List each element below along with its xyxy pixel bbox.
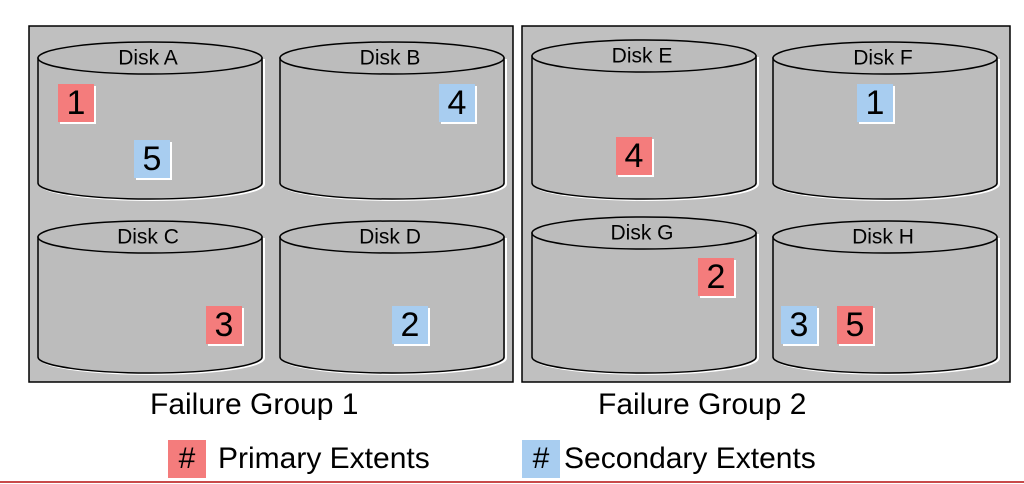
disk-4: Disk E 4: [531, 39, 759, 201]
secondary-extent: 1: [857, 84, 895, 124]
disk-name: Disk H: [852, 226, 914, 249]
extent-label: 3: [790, 306, 809, 344]
disk-body: [279, 57, 505, 200]
primary-extent: 2: [698, 258, 736, 298]
extent-label: 4: [625, 137, 644, 175]
legend-secondary-label: Secondary Extents: [564, 442, 816, 475]
extent-label: 4: [448, 84, 467, 122]
primary-extent: 3: [206, 306, 244, 346]
disk-6: Disk G 2: [531, 216, 759, 375]
disk-0: Disk A 1 5: [37, 41, 265, 201]
disk-top: [772, 41, 998, 75]
disk-2: Disk C 3: [37, 220, 265, 375]
disk-top: [531, 39, 757, 73]
disk-name: Disk D: [359, 226, 421, 249]
disk-body: [772, 57, 998, 200]
disk-name: Disk G: [611, 222, 674, 245]
disk-5: Disk F 1: [772, 41, 1000, 201]
legend-primary-label: Primary Extents: [218, 442, 430, 475]
disk-body: [772, 236, 998, 374]
disk-top: [531, 216, 757, 250]
disk-name: Disk C: [117, 226, 179, 249]
extent-label: 1: [866, 84, 885, 122]
disk-top: [37, 41, 263, 75]
disk-top: [279, 41, 505, 75]
disk-top: [37, 220, 263, 254]
disk-name: Disk E: [612, 45, 673, 68]
bottom-divider: [0, 481, 1024, 483]
failure-group-2-caption: Failure Group 2: [598, 388, 807, 421]
extent-label: 5: [143, 140, 162, 178]
disk-top: [772, 220, 998, 254]
disk-name: Disk A: [118, 47, 178, 70]
primary-extent: 5: [837, 306, 875, 346]
failure-group-1-caption: Failure Group 1: [150, 388, 359, 421]
extent-label: 1: [67, 84, 86, 122]
primary-extent: 1: [58, 84, 96, 124]
disk-body: [531, 232, 757, 374]
extent-label: 2: [401, 306, 420, 344]
secondary-extent: 3: [781, 306, 819, 346]
disk-1: Disk B 4: [279, 41, 507, 201]
disk-body: [279, 236, 505, 374]
disk-top: [279, 220, 505, 254]
legend-primary-swatch: #: [168, 440, 206, 478]
extent-label: 5: [846, 306, 865, 344]
disk-name: Disk F: [853, 47, 913, 70]
disk-body: [531, 55, 757, 200]
extent-label: 2: [707, 258, 726, 296]
secondary-extent: 4: [439, 84, 477, 124]
legend-secondary-swatch: #: [522, 440, 560, 478]
extent-label: 3: [215, 306, 234, 344]
secondary-extent: 5: [134, 140, 172, 180]
disk-name: Disk B: [360, 47, 421, 70]
primary-extent: 4: [616, 137, 654, 177]
disk-3: Disk D 2: [279, 220, 507, 375]
secondary-extent: 2: [392, 306, 430, 346]
